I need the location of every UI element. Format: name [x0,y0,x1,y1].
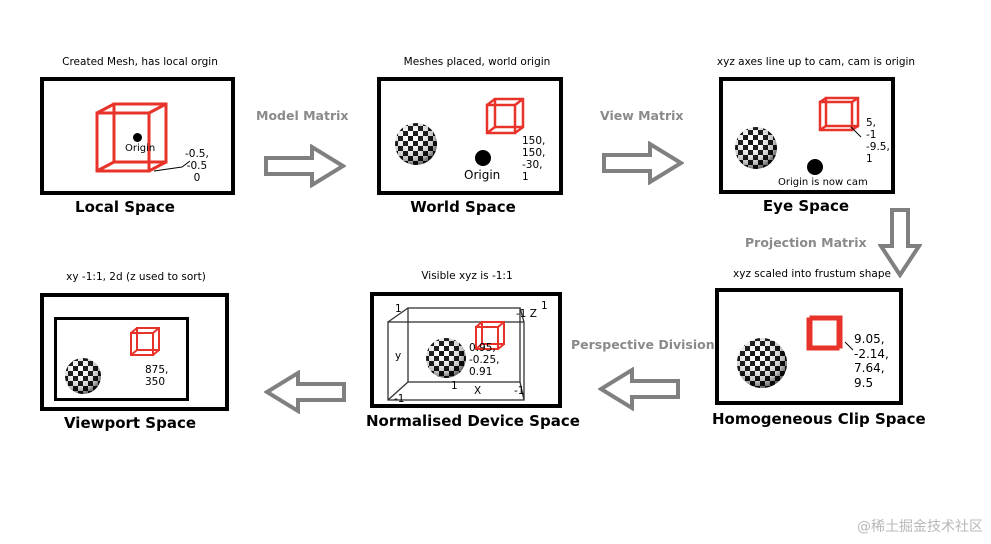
ndc-tick-bottom-mid: 1 [451,380,458,392]
checkered-sphere-icon [737,338,787,388]
hollow-arrow-icon [598,367,680,411]
cube-position-value: 5, -1 -9.5, 1 [866,117,890,165]
wireframe-cube-icon [130,327,160,356]
hollow-arrow-icon [878,208,922,278]
origin-dot [475,150,491,166]
hollow-arrow-icon [602,141,684,185]
model-matrix-label: Model Matrix [256,108,349,123]
projection-matrix-label: Projection Matrix [745,235,867,250]
ndc-panel: 1 y -1 1 X -1 -1 Z 1 0.95, -0.25, 0.91 [370,292,562,408]
local-space-caption: Created Mesh, has local orgin [62,56,218,68]
clip-space-caption: xyz scaled into frustum shape [733,268,891,280]
ndc-axis-x: X [474,385,482,397]
viewport-panel: 875, 350 [40,293,229,411]
view-matrix-label: View Matrix [600,108,684,123]
checkered-sphere-icon [735,127,777,169]
wireframe-cube-icon [485,97,525,135]
local-space-panel: Origin -0.5, -0.5 0 [40,77,235,195]
ndc-axis-z: -1 Z [516,308,537,320]
checkered-sphere-icon [395,123,437,165]
wireframe-cube-icon [806,315,843,351]
checkered-sphere-icon [65,358,101,394]
origin-label: Origin is now cam [778,177,868,188]
perspective-division-label: Perspective Division [571,337,715,352]
watermark-text: @稀土掘金技术社区 [857,519,983,535]
eye-space-title: Eye Space [762,197,850,215]
origin-label: Origin [125,143,156,154]
camera-origin-dot [807,159,823,175]
hollow-arrow-icon [264,144,346,188]
corner-value: -0.5, -0.5 0 [185,148,209,184]
local-space-title: Local Space [75,198,175,216]
clip-space-title: Homogeneous Clip Space [712,410,926,428]
corner-pointer-line [153,160,191,172]
ndc-tick-top-left: 1 [395,303,402,315]
viewport-rect: 875, 350 [54,317,189,401]
viewport-caption: xy -1:1, 2d (z used to sort) [66,271,206,283]
checkered-sphere-icon [426,338,466,378]
cube-position-value: 9.05, -2.14, 7.64, 9.5 [854,332,889,390]
cube-pointer-line [850,126,862,138]
ndc-tick-top-right: 1 [541,300,548,312]
hollow-arrow-icon [264,370,346,414]
eye-space-panel: Origin is now cam 5, -1 -9.5, 1 [719,77,895,194]
ndc-caption: Visible xyz is -1:1 [421,270,513,282]
eye-space-caption: xyz axes line up to cam, cam is origin [716,56,916,68]
cube-position-value: 875, 350 [145,364,169,388]
ndc-tick-bottom-right: -1 [514,385,525,397]
cube-position-value: 150, 150, -30, 1 [522,135,546,183]
origin-dot [133,133,142,142]
cube-position-value: 0.95, -0.25, 0.91 [469,342,500,378]
origin-label: Origin [464,168,501,182]
world-space-title: World Space [410,198,516,216]
wireframe-cube-icon [475,321,505,350]
ndc-unit-cube [387,307,525,401]
cube-pointer-line [844,341,854,351]
ndc-axis-y: y [395,350,402,362]
clip-space-panel: 9.05, -2.14, 7.64, 9.5 [715,288,903,405]
wireframe-cube-icon [95,102,168,173]
world-space-caption: Meshes placed, world origin [403,56,551,68]
viewport-title: Viewport Space [63,414,197,432]
world-space-panel: Origin 150, 150, -30, 1 [377,77,563,195]
wireframe-cube-icon [818,96,860,132]
ndc-title: Normalised Device Space [366,412,580,430]
ndc-tick-bottom-left: -1 [394,393,405,405]
